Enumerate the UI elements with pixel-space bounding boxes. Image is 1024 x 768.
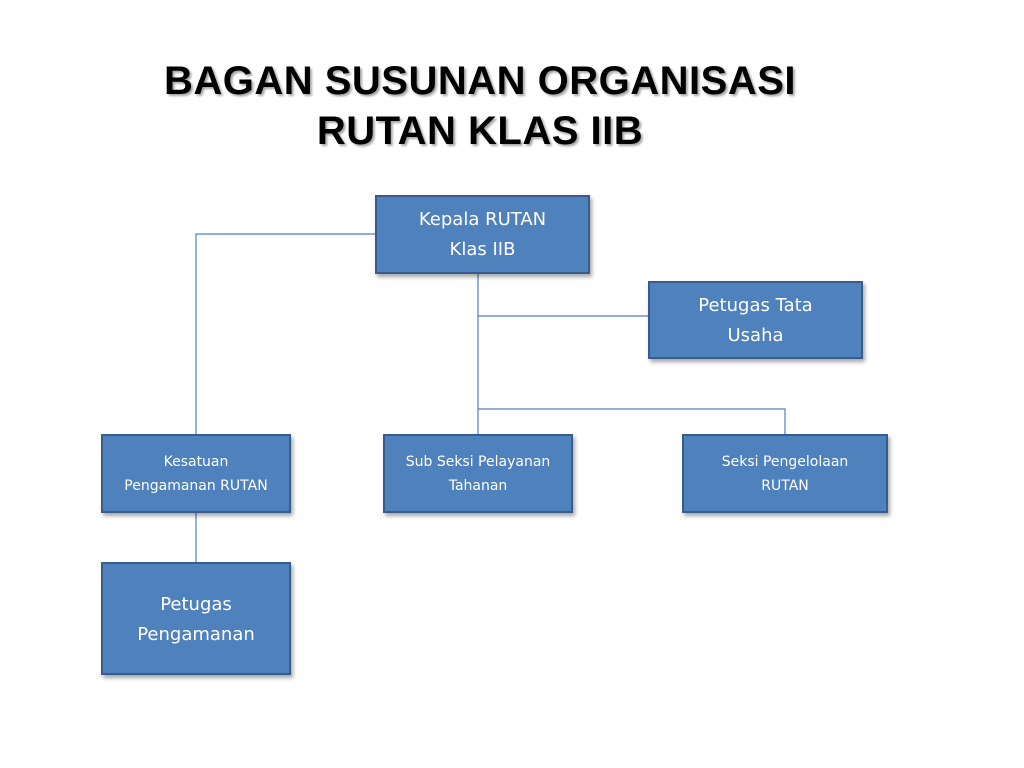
- node-petugas-tata-usaha: Petugas Tata Usaha: [648, 281, 863, 359]
- node-sub-seksi-pelayanan-line-1: Sub Seksi Pelayanan: [405, 454, 551, 470]
- node-kesatuan-pengamanan-line-1: Kesatuan: [163, 454, 229, 470]
- node-kepala-rutan: Kepala RUTAN Klas IIB: [375, 195, 590, 274]
- node-seksi-pengelolaan-line-1: Seksi Pengelolaan: [721, 454, 849, 470]
- node-sub-seksi-pelayanan: Sub Seksi Pelayanan Tahanan: [383, 434, 573, 513]
- node-kepala-rutan-line-2: Klas IIB: [449, 239, 516, 260]
- node-kesatuan-pengamanan: Kesatuan Pengamanan RUTAN: [101, 434, 291, 513]
- node-sub-seksi-pelayanan-line-2: Tahanan: [448, 478, 508, 494]
- node-seksi-pengelolaan-line-2: RUTAN: [761, 478, 809, 494]
- node-petugas-pengamanan: Petugas Pengamanan: [101, 562, 291, 675]
- node-petugas-pengamanan-line-1: Petugas: [160, 594, 232, 615]
- node-kepala-rutan-line-1: Kepala RUTAN: [418, 209, 547, 230]
- node-petugas-tata-usaha-line-1: Petugas Tata: [698, 295, 813, 316]
- connector-kepala-kesatuan: [195, 233, 375, 434]
- connector-kepala-seksi: [478, 408, 786, 434]
- node-seksi-pengelolaan: Seksi Pengelolaan RUTAN: [682, 434, 888, 513]
- node-kesatuan-pengamanan-line-2: Pengamanan RUTAN: [124, 478, 268, 494]
- title-line-1: BAGAN SUSUNAN ORGANISASI: [163, 59, 797, 103]
- node-petugas-tata-usaha-line-2: Usaha: [727, 325, 784, 346]
- diagram-title: BAGAN SUSUNAN ORGANISASI RUTAN KLAS IIB: [40, 56, 920, 156]
- node-petugas-pengamanan-line-2: Pengamanan: [137, 624, 255, 645]
- title-line-2: RUTAN KLAS IIB: [316, 109, 644, 153]
